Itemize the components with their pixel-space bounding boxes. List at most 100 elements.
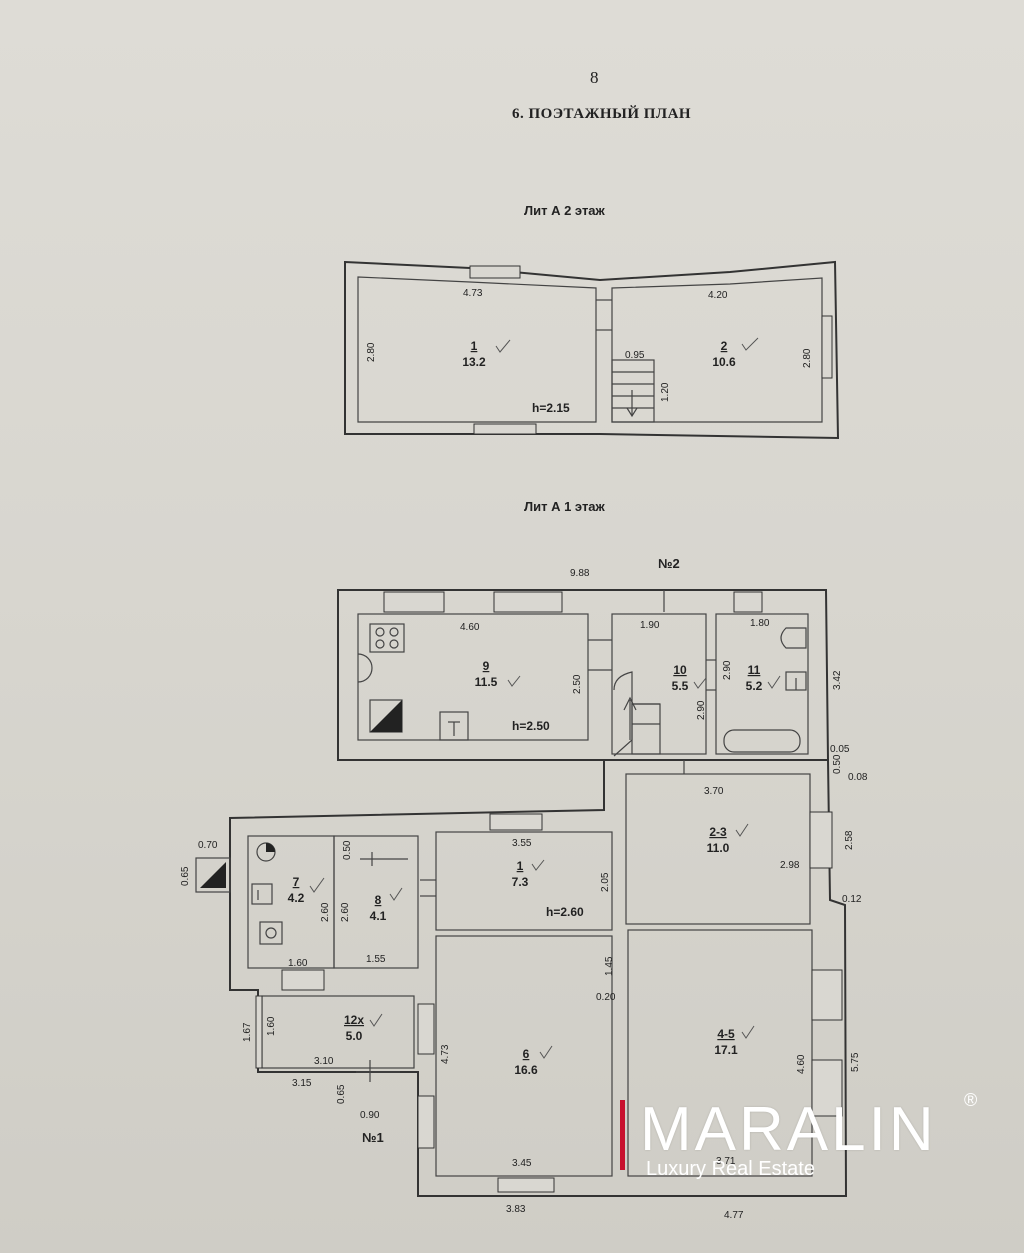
room-number: 2-3 bbox=[709, 825, 727, 839]
room-area: 5.0 bbox=[346, 1029, 363, 1043]
dim-label: 3.15 bbox=[292, 1078, 312, 1089]
dim-label: 2.80 bbox=[366, 342, 377, 362]
room-number: 1 bbox=[471, 339, 478, 353]
ceiling-height: h=2.60 bbox=[546, 905, 584, 919]
registered-mark: ® bbox=[964, 1090, 978, 1110]
room-area: 11.5 bbox=[475, 675, 498, 689]
chimney-icon bbox=[195, 857, 231, 893]
room-area: 5.5 bbox=[672, 679, 689, 693]
stair-icon bbox=[611, 359, 655, 423]
dim-label: 2.90 bbox=[696, 700, 707, 720]
second-floor-heading: Лит А 2 этаж bbox=[524, 203, 605, 218]
dim-label: 4.77 bbox=[724, 1210, 744, 1221]
sink-icon bbox=[357, 653, 373, 683]
dim-label: 1.67 bbox=[242, 1022, 253, 1042]
room-area: 17.1 bbox=[714, 1043, 738, 1057]
dim-label: 3.45 bbox=[512, 1158, 532, 1169]
first-floor-heading: Лит А 1 этаж bbox=[524, 499, 605, 514]
page-title: 6. ПОЭТАЖНЫЙ ПЛАН bbox=[512, 106, 692, 122]
dim-label: 4.60 bbox=[796, 1054, 807, 1074]
room-area: 10.6 bbox=[712, 355, 736, 369]
dim-label: 1.60 bbox=[266, 1016, 277, 1036]
dim-label: 1.90 bbox=[640, 620, 660, 631]
dim-label: 0.50 bbox=[342, 840, 353, 860]
dim-label: 0.05 bbox=[830, 744, 850, 755]
sink-icon bbox=[251, 883, 273, 905]
room-number: 10 bbox=[673, 663, 687, 677]
dim-label: 0.65 bbox=[180, 866, 191, 886]
sink-icon bbox=[439, 711, 469, 741]
dim-label: 3.70 bbox=[704, 786, 724, 797]
page-number: 8 bbox=[590, 68, 599, 87]
dim-label: 2.05 bbox=[600, 872, 611, 892]
boiler-icon bbox=[369, 699, 403, 733]
dim-label: 0.90 bbox=[360, 1110, 380, 1121]
window-icon bbox=[469, 265, 521, 279]
first-floor-plan: №2 №1 9.88 4.60 1.90 1.80 2.50 2.90 2.90… bbox=[180, 556, 868, 1221]
dim-label: 4.73 bbox=[440, 1044, 451, 1064]
dim-label: 0.08 bbox=[848, 772, 868, 783]
stair-icon bbox=[613, 671, 661, 757]
bathtub-icon bbox=[723, 729, 801, 753]
room-number: 12х bbox=[344, 1013, 364, 1027]
dim-label: 1.80 bbox=[750, 618, 770, 629]
dim-label: 3.10 bbox=[314, 1056, 334, 1067]
dim-label: 0.50 bbox=[832, 754, 843, 774]
window-icon bbox=[811, 1059, 843, 1117]
dim-label: 2.90 bbox=[722, 660, 733, 680]
dim-label: 0.95 bbox=[625, 350, 645, 361]
dim-label: 9.88 bbox=[570, 568, 590, 579]
dim-label: 2.60 bbox=[340, 902, 351, 922]
dim-label: 4.73 bbox=[463, 288, 483, 299]
dim-label: 3.83 bbox=[506, 1204, 526, 1215]
window-icon bbox=[733, 591, 763, 613]
window-icon bbox=[383, 591, 445, 613]
room-area: 4.2 bbox=[288, 891, 305, 905]
ceiling-height: h=2.15 bbox=[532, 401, 570, 415]
room-number: 8 bbox=[375, 893, 382, 907]
room-number: 2 bbox=[721, 339, 728, 353]
room-number: 4-5 bbox=[717, 1027, 735, 1041]
dim-label: 0.70 bbox=[198, 840, 218, 851]
window-icon bbox=[417, 1095, 435, 1149]
stove-icon bbox=[369, 623, 405, 653]
dim-label: 2.58 bbox=[844, 830, 855, 850]
dim-label: 5.75 bbox=[850, 1052, 861, 1072]
room-number: 11 bbox=[748, 663, 761, 677]
room-number: 9 bbox=[483, 659, 490, 673]
ceiling-height: h=2.50 bbox=[512, 719, 550, 733]
brand-tagline: Luxury Real Estate bbox=[646, 1158, 815, 1180]
room-area: 11.0 bbox=[707, 841, 730, 855]
stove-icon bbox=[259, 921, 283, 945]
room-area: 13.2 bbox=[462, 355, 486, 369]
dim-label: 2.80 bbox=[802, 348, 813, 368]
dim-label: 2.98 bbox=[780, 860, 800, 871]
dim-label: 2.60 bbox=[320, 902, 331, 922]
room-number: 6 bbox=[523, 1047, 530, 1061]
sink-icon bbox=[785, 671, 807, 691]
section-label: №1 bbox=[362, 1130, 384, 1145]
dim-label: 4.20 bbox=[708, 290, 728, 301]
window-icon bbox=[255, 995, 263, 1069]
room-area: 4.1 bbox=[370, 909, 387, 923]
room-area: 16.6 bbox=[514, 1063, 538, 1077]
room-number: 7 bbox=[293, 875, 300, 889]
brand-accent-bar bbox=[620, 1100, 625, 1170]
room-area: 5.2 bbox=[746, 679, 763, 693]
window-icon bbox=[821, 315, 833, 379]
dim-label: 0.12 bbox=[842, 894, 862, 905]
window-icon bbox=[417, 1003, 435, 1055]
dim-label: 3.55 bbox=[512, 838, 532, 849]
room-number: 1 bbox=[517, 859, 524, 873]
dim-label: 1.60 bbox=[288, 958, 308, 969]
dim-label: 4.60 bbox=[460, 622, 480, 633]
brand-name: MARALIN bbox=[640, 1095, 937, 1164]
room-area: 7.3 bbox=[512, 875, 529, 889]
window-icon bbox=[473, 423, 537, 435]
dim-label: 1.45 bbox=[604, 956, 615, 976]
toilet-icon bbox=[780, 627, 807, 649]
window-icon bbox=[281, 969, 325, 991]
second-floor-plan: 4.73 4.20 2.80 2.80 0.95 1.20 1 13.2 2 1… bbox=[344, 260, 840, 440]
